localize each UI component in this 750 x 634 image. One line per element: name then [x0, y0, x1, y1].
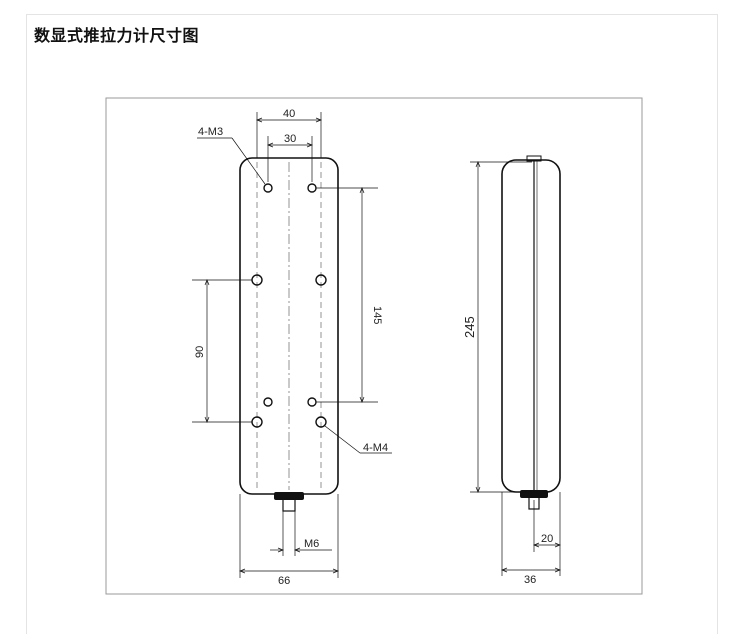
drawing-border: [105, 97, 643, 595]
m3-hole: [307, 183, 317, 193]
m4-hole: [315, 416, 327, 428]
page-title: 数显式推拉力计尺寸图: [34, 26, 200, 45]
side-view: [470, 155, 561, 576]
hole-m3-label: 4-M3: [198, 126, 223, 138]
m4-hole: [315, 274, 327, 286]
dim-30-label: 30: [284, 133, 296, 145]
front-view: [192, 112, 392, 578]
m3-hole: [263, 183, 273, 193]
dim-90-label: 90: [194, 346, 206, 358]
side-body-outline: [501, 159, 561, 493]
dim-20-label: 20: [541, 533, 553, 545]
dim-36-label: 36: [524, 574, 536, 586]
dim-m6-label: M6: [304, 538, 319, 550]
m3-hole: [263, 397, 273, 407]
page-frame: [26, 14, 718, 634]
side-top-cap: [526, 155, 542, 162]
hole-m4-label: 4-M4: [363, 442, 388, 454]
shaft-thread: [282, 498, 296, 512]
dim-66-label: 66: [278, 575, 290, 587]
dim-245-label: 245: [462, 316, 477, 338]
m3-hole: [307, 397, 317, 407]
dim-145-label: 145: [371, 306, 383, 324]
shaft-collar: [274, 492, 304, 500]
dim-40-label: 40: [283, 108, 295, 120]
